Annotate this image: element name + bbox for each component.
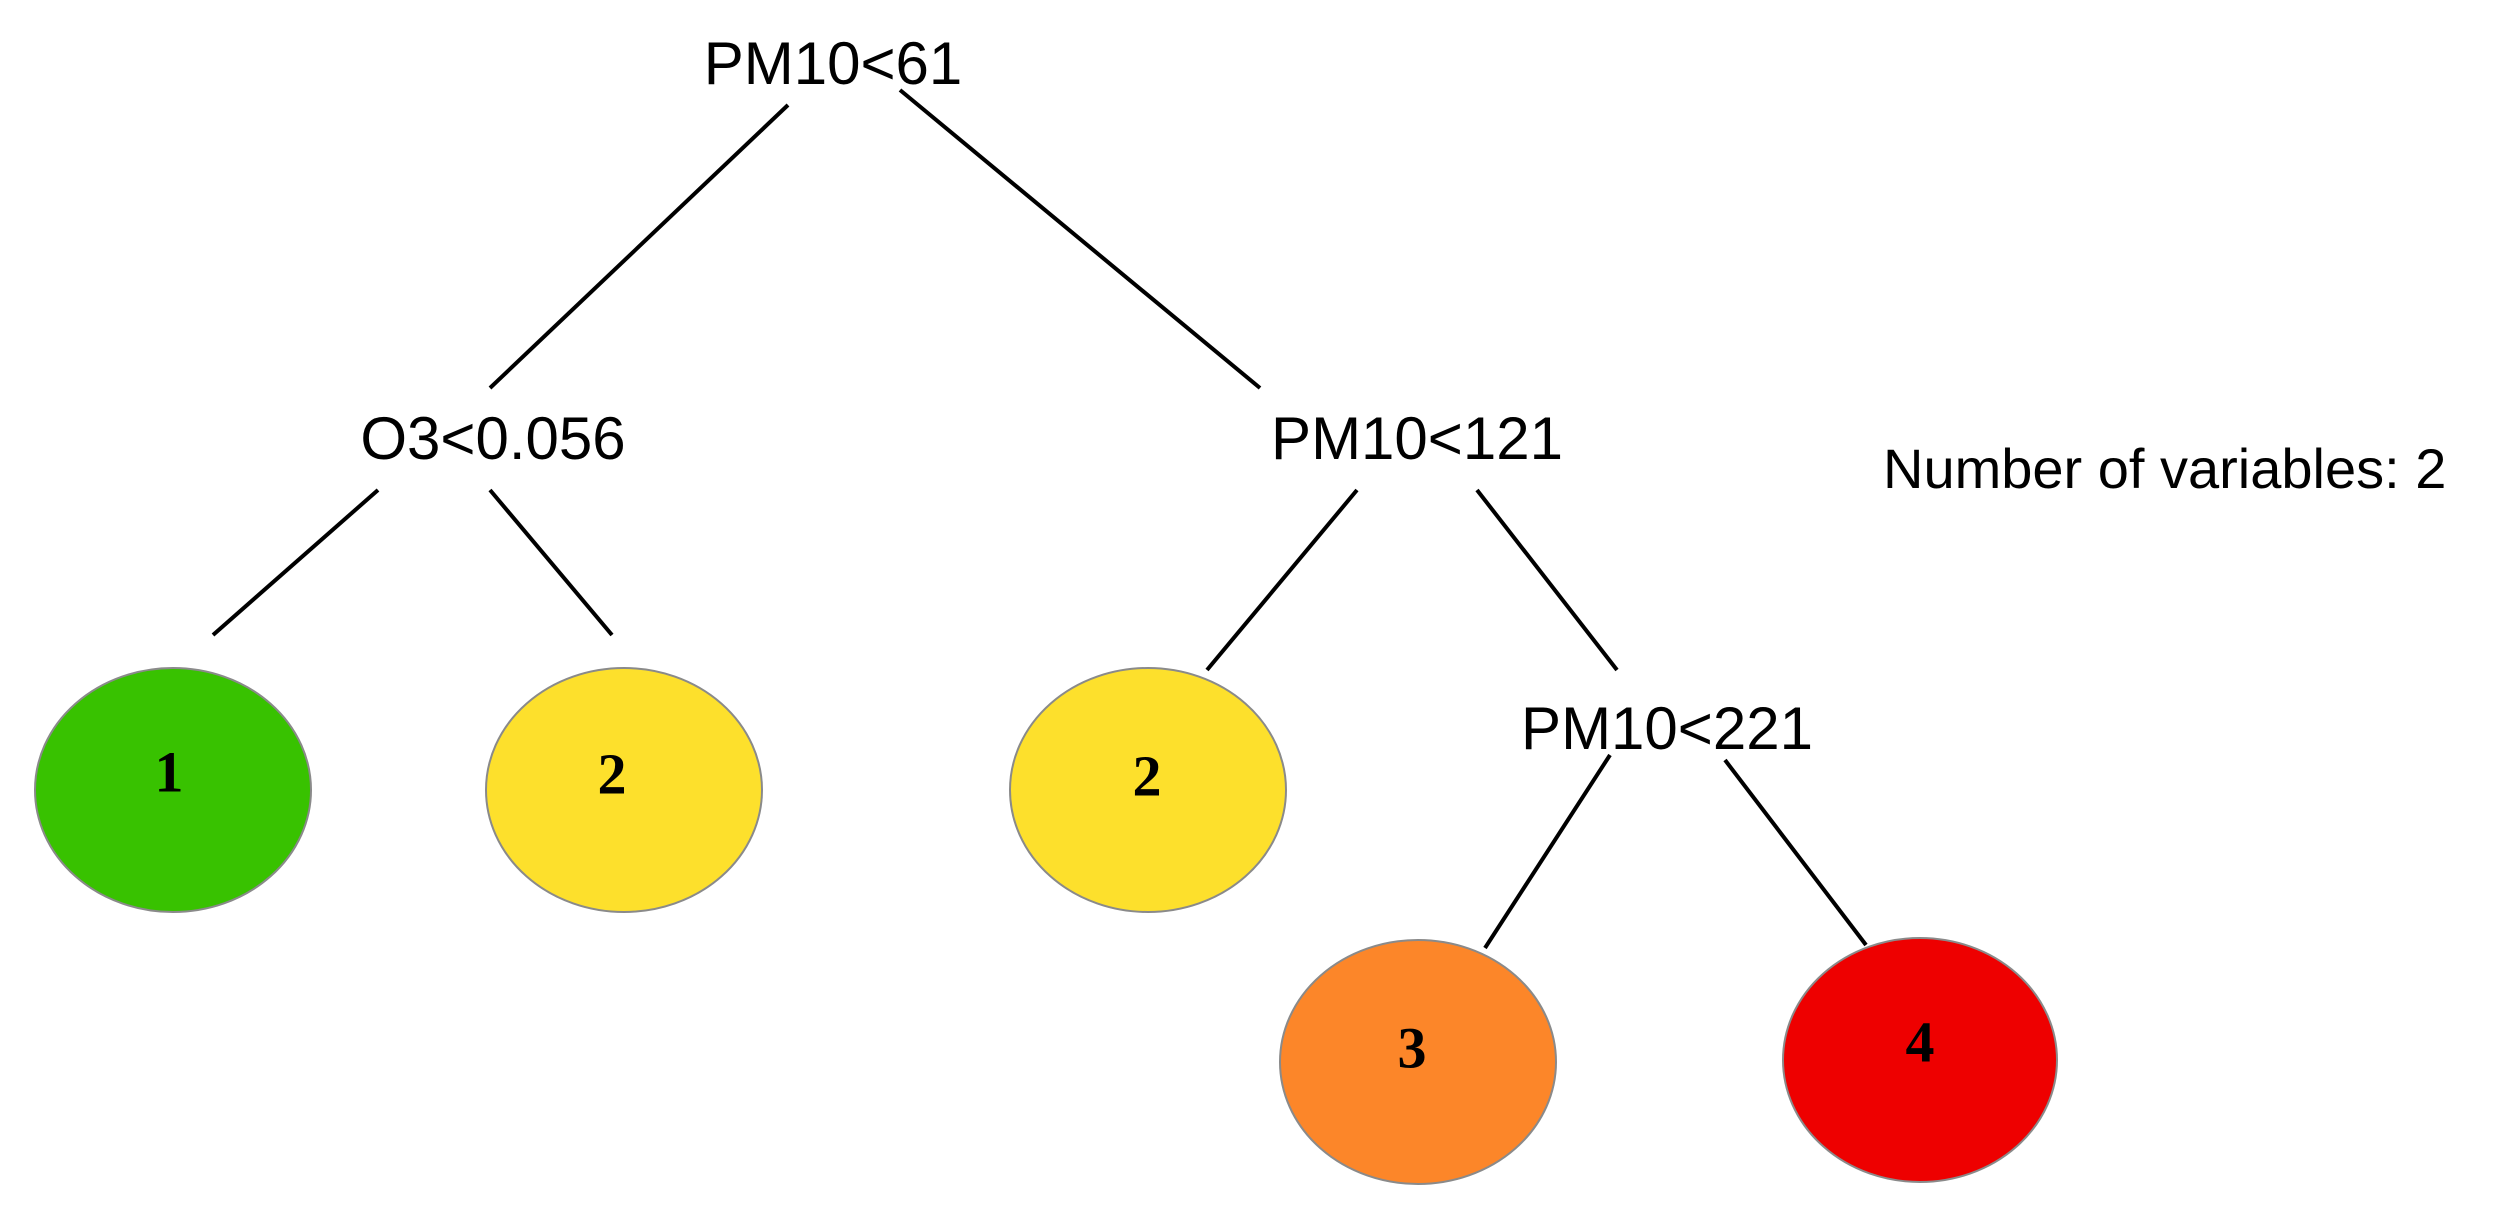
leaf-node-2-right: 2	[1009, 667, 1287, 913]
split-node-right-right: PM10<221	[1521, 695, 1813, 762]
split-node-root: PM10<61	[704, 30, 963, 97]
leaf-node-label: 4	[1906, 1009, 1935, 1074]
split-node-right: PM10<121	[1271, 405, 1563, 472]
edge-right-leaf-c	[1205, 488, 1359, 672]
leaf-node-4: 4	[1782, 937, 2058, 1183]
split-node-left: O3<0.056	[360, 405, 625, 472]
edge-rr-leaf-e	[1723, 758, 1868, 947]
edge-root-right	[898, 88, 1262, 390]
leaf-node-ellipse	[1782, 937, 2058, 1183]
leaf-node-ellipse	[1279, 939, 1557, 1185]
leaf-node-ellipse	[485, 667, 763, 913]
variable-count-note: Number of variables: 2	[1883, 437, 2446, 500]
edge-root-left	[488, 103, 790, 390]
leaf-node-label: 2	[598, 741, 627, 806]
leaf-node-2-left: 2	[485, 667, 763, 913]
leaf-node-label: 2	[1133, 743, 1162, 808]
leaf-node-1: 1	[34, 667, 312, 913]
leaf-node-label: 3	[1398, 1015, 1427, 1080]
leaf-node-ellipse	[1009, 667, 1287, 913]
leaf-node-3: 3	[1279, 939, 1557, 1185]
leaf-node-label: 1	[155, 739, 184, 804]
edge-right-right-split	[1475, 488, 1619, 672]
edge-left-leaf-a	[211, 488, 380, 637]
edge-left-leaf-b	[488, 488, 614, 637]
leaf-node-ellipse	[34, 667, 312, 913]
edge-rr-leaf-d	[1483, 753, 1612, 950]
